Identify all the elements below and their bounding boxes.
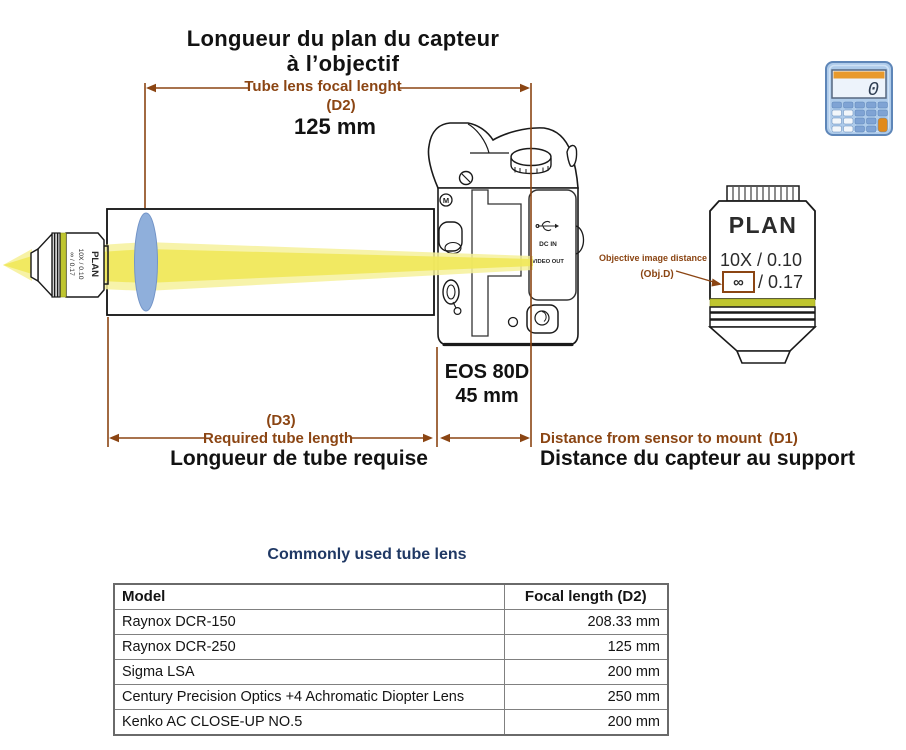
camera-top-hump (427, 122, 579, 189)
cell-focal: 200 mm (503, 659, 669, 685)
objective-left-inf-spec: ∞ / 0.17 (68, 252, 75, 276)
objective-left-spec: 10X / 0.10 (77, 249, 84, 280)
camera-port-door (575, 225, 585, 255)
table-header-row: Model Focal length (D2) (113, 583, 669, 610)
cell-model: Raynox DCR-150 (113, 609, 505, 635)
d1-code: (D1) (768, 430, 798, 447)
objective-left-drawing: PLAN 10X / 0.10 ∞ / 0.17 (30, 232, 109, 298)
d2-label: Tube lens focal lenght (244, 78, 402, 95)
dimension-lines (107, 83, 722, 447)
camera-flange-distance: 45 mm (455, 385, 519, 407)
d3-code: (D3) (266, 412, 296, 429)
camera-tripod-socket (526, 304, 559, 334)
title-line1: Longueur du plan du capteur (186, 26, 500, 51)
d1-label-en: Distance from sensor to mount (540, 430, 762, 447)
col-header-model: Model (113, 583, 505, 610)
d1-label-row: Distance from sensor to mount (D1) (540, 430, 798, 447)
tube-lens-element (134, 212, 158, 312)
d2-code: (D2) (326, 97, 356, 114)
title-line2: à l’objectif (286, 51, 400, 76)
table-row: Kenko AC CLOSE-UP NO.5 200 mm (113, 709, 669, 736)
tube-lens-table: Model Focal length (D2) Raynox DCR-150 2… (113, 583, 669, 736)
cell-focal: 125 mm (503, 634, 669, 660)
camera-strap-lug-left (442, 279, 460, 305)
table-row: Sigma LSA 200 mm (113, 659, 669, 685)
camera-small-button (507, 316, 519, 328)
objective-front-lens (735, 350, 792, 364)
d3-label-fr: Longueur de tube requise (170, 447, 428, 470)
calculator-keys (831, 101, 888, 133)
objective-annotation-code: (Obj.D) (640, 269, 674, 280)
cell-model: Raynox DCR-250 (113, 634, 505, 660)
table-row: Century Precision Optics +4 Achromatic D… (113, 684, 669, 710)
camera-eyepiece (438, 221, 463, 252)
camera-drawing: M DC IN VIDEO OUT (427, 122, 585, 347)
camera-strap-lug-right (566, 144, 578, 167)
calculator-icon: 0 (825, 61, 893, 136)
camera-model-label: EOS 80D (444, 361, 530, 383)
objective-image-distance-box: ∞ (722, 271, 755, 293)
objective-coverglass: / 0.17 (758, 271, 804, 292)
cell-focal: 208.33 mm (503, 609, 669, 635)
diagram-artwork: M DC IN VIDEO OUT (3, 61, 893, 447)
cell-model: Century Precision Optics +4 Achromatic D… (113, 684, 505, 710)
calculator-display-value: 0 (868, 79, 879, 101)
calculator-orange-key (877, 117, 888, 133)
table-row: Raynox DCR-150 208.33 mm (113, 609, 669, 635)
usb-icon (535, 220, 559, 232)
d2-value: 125 mm (294, 114, 376, 139)
video-out-label: VIDEO OUT (532, 259, 564, 265)
d3-label-en: Required tube length (203, 430, 353, 447)
table-title: Commonly used tube lens (267, 546, 467, 563)
cell-focal: 200 mm (503, 709, 669, 736)
cell-model: Sigma LSA (113, 659, 505, 685)
camera-logo-roundel (439, 193, 453, 207)
objective-left-name: PLAN (89, 251, 100, 277)
objective-color-band (709, 298, 816, 308)
objective-infinity-row: ∞ / 0.17 (722, 271, 803, 293)
objective-annotation: Objective image distance (599, 253, 708, 263)
objective-name: PLAN (728, 212, 798, 238)
d1-label-fr: Distance du capteur au support (540, 447, 856, 470)
cell-focal: 250 mm (503, 684, 669, 710)
camera-logo-letter: M (443, 196, 449, 205)
table-row: Raynox DCR-250 125 mm (113, 634, 669, 660)
camera-back-panel-lines (471, 189, 522, 337)
objective-spec: 10X / 0.10 (719, 250, 803, 270)
light-beam (3, 242, 533, 291)
col-header-focal: Focal length (D2) (503, 583, 669, 610)
cell-model: Kenko AC CLOSE-UP NO.5 (113, 709, 505, 736)
camera-ports-panel (528, 189, 577, 301)
dc-in-label: DC IN (539, 241, 557, 248)
